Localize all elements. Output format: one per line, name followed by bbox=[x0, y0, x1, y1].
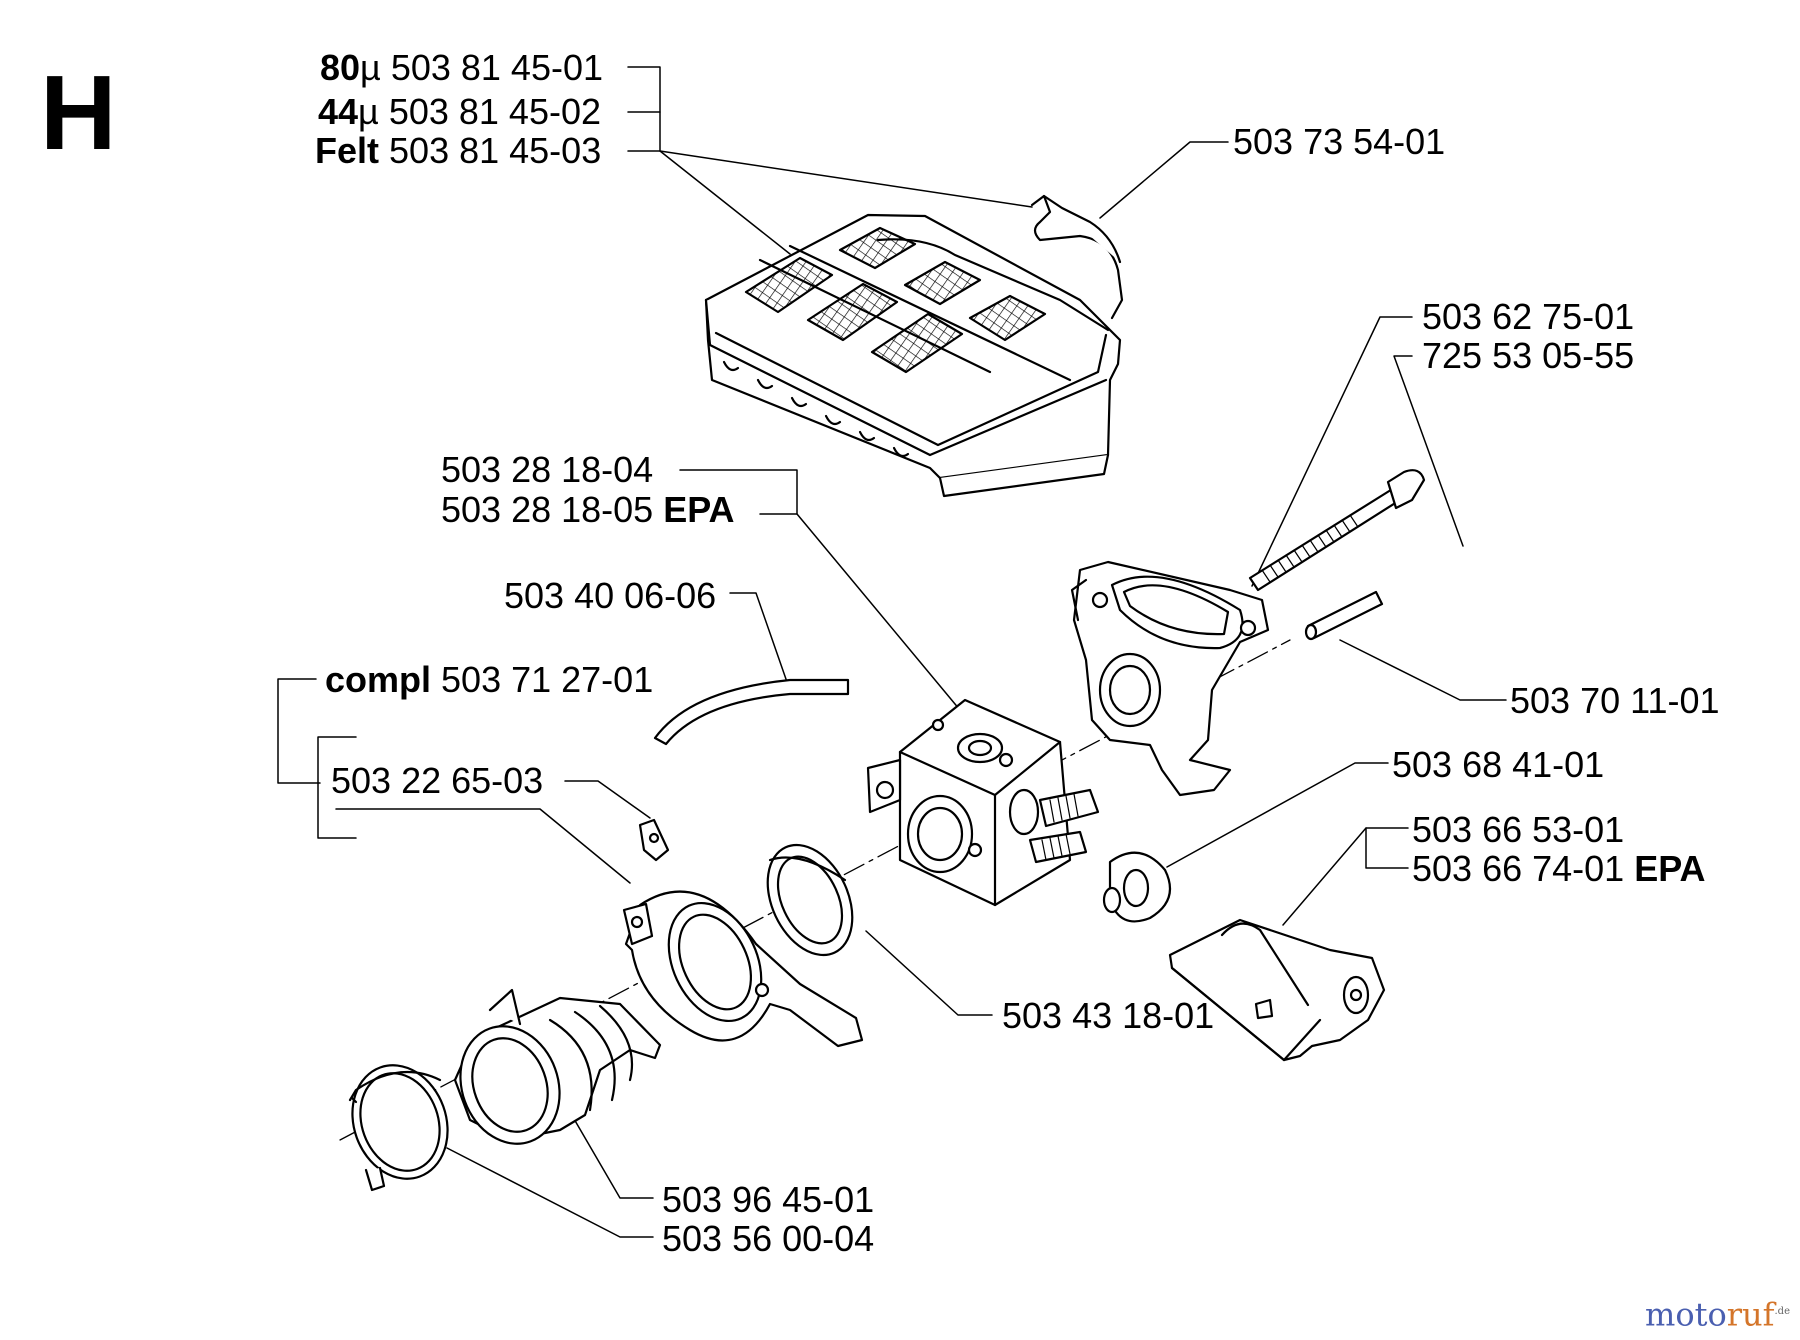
label-rubber-intake[interactable]: 503 96 45-01 bbox=[662, 1179, 875, 1220]
label-choke-lever-2[interactable]: 503 66 74-01 EPA bbox=[1412, 849, 1706, 889]
label-hose-clamp[interactable]: 503 56 00-04 bbox=[662, 1218, 875, 1259]
label-bushing[interactable]: 503 68 41-01 bbox=[1392, 744, 1605, 785]
section-letter: H bbox=[40, 54, 117, 172]
label-clip[interactable]: 503 73 54-01 bbox=[1233, 121, 1446, 162]
small-bushing bbox=[638, 818, 670, 862]
label-pin[interactable]: 503 70 11-01 bbox=[1510, 680, 1720, 721]
air-filter-cover bbox=[704, 213, 1122, 498]
filter-felt-prefix: Felt bbox=[315, 130, 380, 171]
filter-80-prefix: 80 bbox=[320, 47, 361, 88]
fuel-hose bbox=[653, 678, 850, 746]
intake-manifold bbox=[1070, 560, 1270, 797]
complete-assembly-prefix: compl bbox=[325, 659, 432, 700]
retaining-clip bbox=[1030, 194, 1124, 320]
flange bbox=[622, 890, 864, 1048]
label-gasket[interactable]: 503 43 18-01 bbox=[1002, 995, 1215, 1036]
label-flange[interactable]: 503 22 65-03 bbox=[331, 760, 544, 801]
choke-lever-2-part-number: 503 66 74-01 bbox=[1412, 848, 1625, 889]
hose-clamp bbox=[348, 1064, 449, 1192]
filter-80-part-number: 503 81 45-01 bbox=[390, 47, 603, 88]
carburettor-2-suffix: EPA bbox=[663, 489, 735, 530]
label-complete-assembly[interactable]: compl 503 71 27-01 bbox=[325, 660, 653, 700]
complete-assembly-part-number: 503 71 27-01 bbox=[441, 659, 654, 700]
label-screw[interactable]: 725 53 05-55 bbox=[1422, 335, 1635, 376]
label-choke-lever-1[interactable]: 503 66 53-01 bbox=[1412, 809, 1625, 850]
label-carburettor-2[interactable]: 503 28 18-05 EPA bbox=[441, 490, 735, 530]
rubber-intake bbox=[453, 988, 662, 1145]
label-fuel-hose[interactable]: 503 40 06-06 bbox=[504, 575, 717, 616]
watermark-logo: motoruf.de bbox=[1645, 1295, 1790, 1332]
filter-44-part-number: 503 81 45-02 bbox=[388, 91, 601, 132]
label-filter-felt[interactable]: Felt 503 81 45-03 bbox=[315, 131, 601, 171]
label-carburettor-1[interactable]: 503 28 18-04 bbox=[441, 449, 654, 490]
watermark-suffix: .de bbox=[1774, 1306, 1791, 1318]
label-filter-80[interactable]: 80µ 503 81 45-01 bbox=[320, 48, 603, 88]
carburettor-2-part-number: 503 28 18-05 bbox=[441, 489, 654, 530]
filter-felt-part-number: 503 81 45-03 bbox=[389, 130, 602, 171]
choke-lever-2-suffix: EPA bbox=[1634, 848, 1706, 889]
watermark-part1: moto bbox=[1645, 1296, 1727, 1334]
filter-44-unit: µ bbox=[358, 91, 379, 132]
label-stud[interactable]: 503 62 75-01 bbox=[1422, 296, 1635, 337]
pin bbox=[1304, 590, 1384, 641]
gasket-ring bbox=[766, 843, 854, 957]
filter-44-prefix: 44 bbox=[318, 91, 359, 132]
filter-80-unit: µ bbox=[360, 47, 381, 88]
watermark-part2: ruf bbox=[1726, 1296, 1775, 1334]
label-filter-44[interactable]: 44µ 503 81 45-02 bbox=[318, 92, 601, 132]
long-screw bbox=[1248, 469, 1426, 592]
bushing bbox=[1102, 851, 1172, 923]
choke-lever bbox=[1168, 918, 1386, 1062]
carburettor bbox=[866, 698, 1100, 907]
